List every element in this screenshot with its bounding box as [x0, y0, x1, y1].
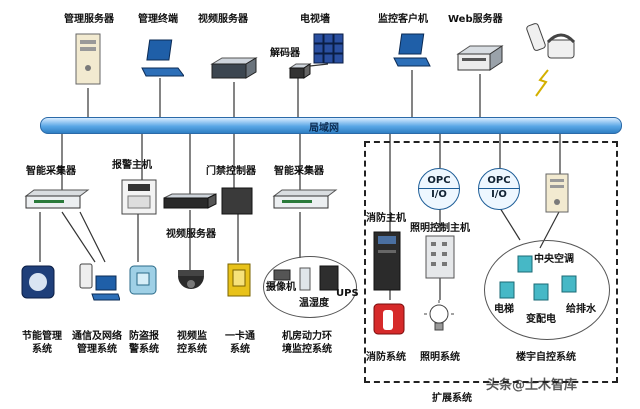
- tv-wall-icon: [313, 33, 344, 64]
- access-controller-icon: [221, 187, 253, 215]
- fire-host-icon: [373, 231, 401, 291]
- system-card-label: 一卡通 系统: [220, 330, 260, 356]
- label-decoder: 解码器: [270, 48, 300, 59]
- label-lighting-host: 照明控制主机: [410, 223, 470, 234]
- label-video-server-top: 视频服务器: [198, 14, 248, 25]
- label-fire-host: 消防主机: [366, 213, 406, 224]
- io-label: I/O: [491, 189, 507, 200]
- light-bulb-icon: [424, 300, 454, 331]
- label-access-controller: 门禁控制器: [206, 166, 256, 177]
- label-tv-wall: 电视墙: [300, 14, 330, 25]
- system-fire-label: 消防系统: [366, 352, 406, 363]
- system-line2: 系统: [230, 344, 250, 355]
- label-camera: 摄像机: [266, 282, 296, 293]
- label-ups: UPS: [336, 288, 359, 299]
- system-line2: 警系统: [129, 344, 159, 355]
- dome-camera-icon: [178, 270, 204, 289]
- label-temp-humidity: 温湿度: [299, 298, 329, 309]
- bas-devices-icon: [499, 255, 577, 301]
- video-server-mid-icon: [163, 193, 217, 209]
- system-line2: 管理系统: [77, 344, 117, 355]
- card-reader-icon: [227, 263, 251, 297]
- system-machine-room-label: 机房动力环 境监控系统: [272, 330, 342, 356]
- bas-server-icon: [545, 173, 569, 213]
- system-line1: 防盗报: [129, 331, 159, 342]
- label-substation: 变配电: [526, 314, 556, 325]
- phone-icon: [526, 23, 576, 59]
- label-web-server: Web服务器: [448, 14, 503, 25]
- system-network-label: 通信及网络 管理系统: [66, 330, 128, 356]
- decoder-icon: [288, 63, 312, 79]
- system-line1: 节能管理: [22, 331, 62, 342]
- system-line1: 通信及网络: [72, 331, 122, 342]
- label-management-terminal: 管理终端: [138, 14, 178, 25]
- opc-label: OPC: [479, 175, 519, 189]
- label-alarm-host: 报警主机: [112, 160, 152, 171]
- label-water: 给排水: [566, 304, 596, 315]
- opc-label: OPC: [419, 175, 459, 189]
- label-monitoring-client: 监控客户机: [378, 14, 428, 25]
- network-equipment-icon: [79, 263, 120, 301]
- lighting-host-icon: [425, 235, 455, 279]
- system-line2: 系统: [32, 344, 52, 355]
- system-line2: 控系统: [177, 344, 207, 355]
- system-line1: 机房动力环: [282, 331, 332, 342]
- web-server-icon: [456, 45, 504, 71]
- opc-io-lighting: OPC I/O: [418, 168, 460, 210]
- label-hvac: 中央空调: [534, 254, 574, 265]
- system-line1: 视频监: [177, 331, 207, 342]
- video-server-top-icon: [210, 57, 258, 79]
- machine-room-devices-icon: [273, 265, 339, 291]
- burglar-detector-icon: [129, 265, 157, 295]
- monitoring-client-icon: [393, 33, 431, 67]
- system-burglar-label: 防盗报 警系统: [124, 330, 164, 356]
- collector-2-icon: [272, 189, 338, 209]
- alarm-host-icon: [121, 179, 157, 215]
- io-label: I/O: [431, 189, 447, 200]
- label-video-server-mid: 视频服务器: [166, 229, 216, 240]
- label-elevator: 电梯: [494, 304, 514, 315]
- label-collector-2: 智能采集器: [274, 166, 324, 177]
- system-energy-label: 节能管理 系统: [14, 330, 70, 356]
- label-management-server: 管理服务器: [64, 14, 114, 25]
- management-server-icon: [75, 33, 101, 85]
- system-lighting-label: 照明系统: [420, 352, 460, 363]
- energy-meter-icon: [21, 265, 55, 299]
- machine-room-group: [263, 256, 357, 318]
- system-bas-label: 楼宇自控系统: [516, 352, 576, 363]
- system-line2: 境监控系统: [282, 344, 332, 355]
- fire-extinguisher-icon: [373, 303, 405, 335]
- bas-group: [484, 240, 610, 340]
- system-video-label: 视频监 控系统: [170, 330, 214, 356]
- label-collector-1: 智能采集器: [26, 166, 76, 177]
- extension-system-zone: [364, 141, 618, 383]
- lan-bus: 局域网: [40, 117, 622, 134]
- collector-1-icon: [24, 189, 90, 209]
- management-terminal-icon: [141, 39, 184, 77]
- lan-label: 局域网: [309, 123, 339, 134]
- watermark: 头条@土木智库: [486, 378, 578, 393]
- opc-io-bas: OPC I/O: [478, 168, 520, 210]
- system-line1: 一卡通: [225, 331, 255, 342]
- extension-system-label: 扩展系统: [432, 393, 472, 404]
